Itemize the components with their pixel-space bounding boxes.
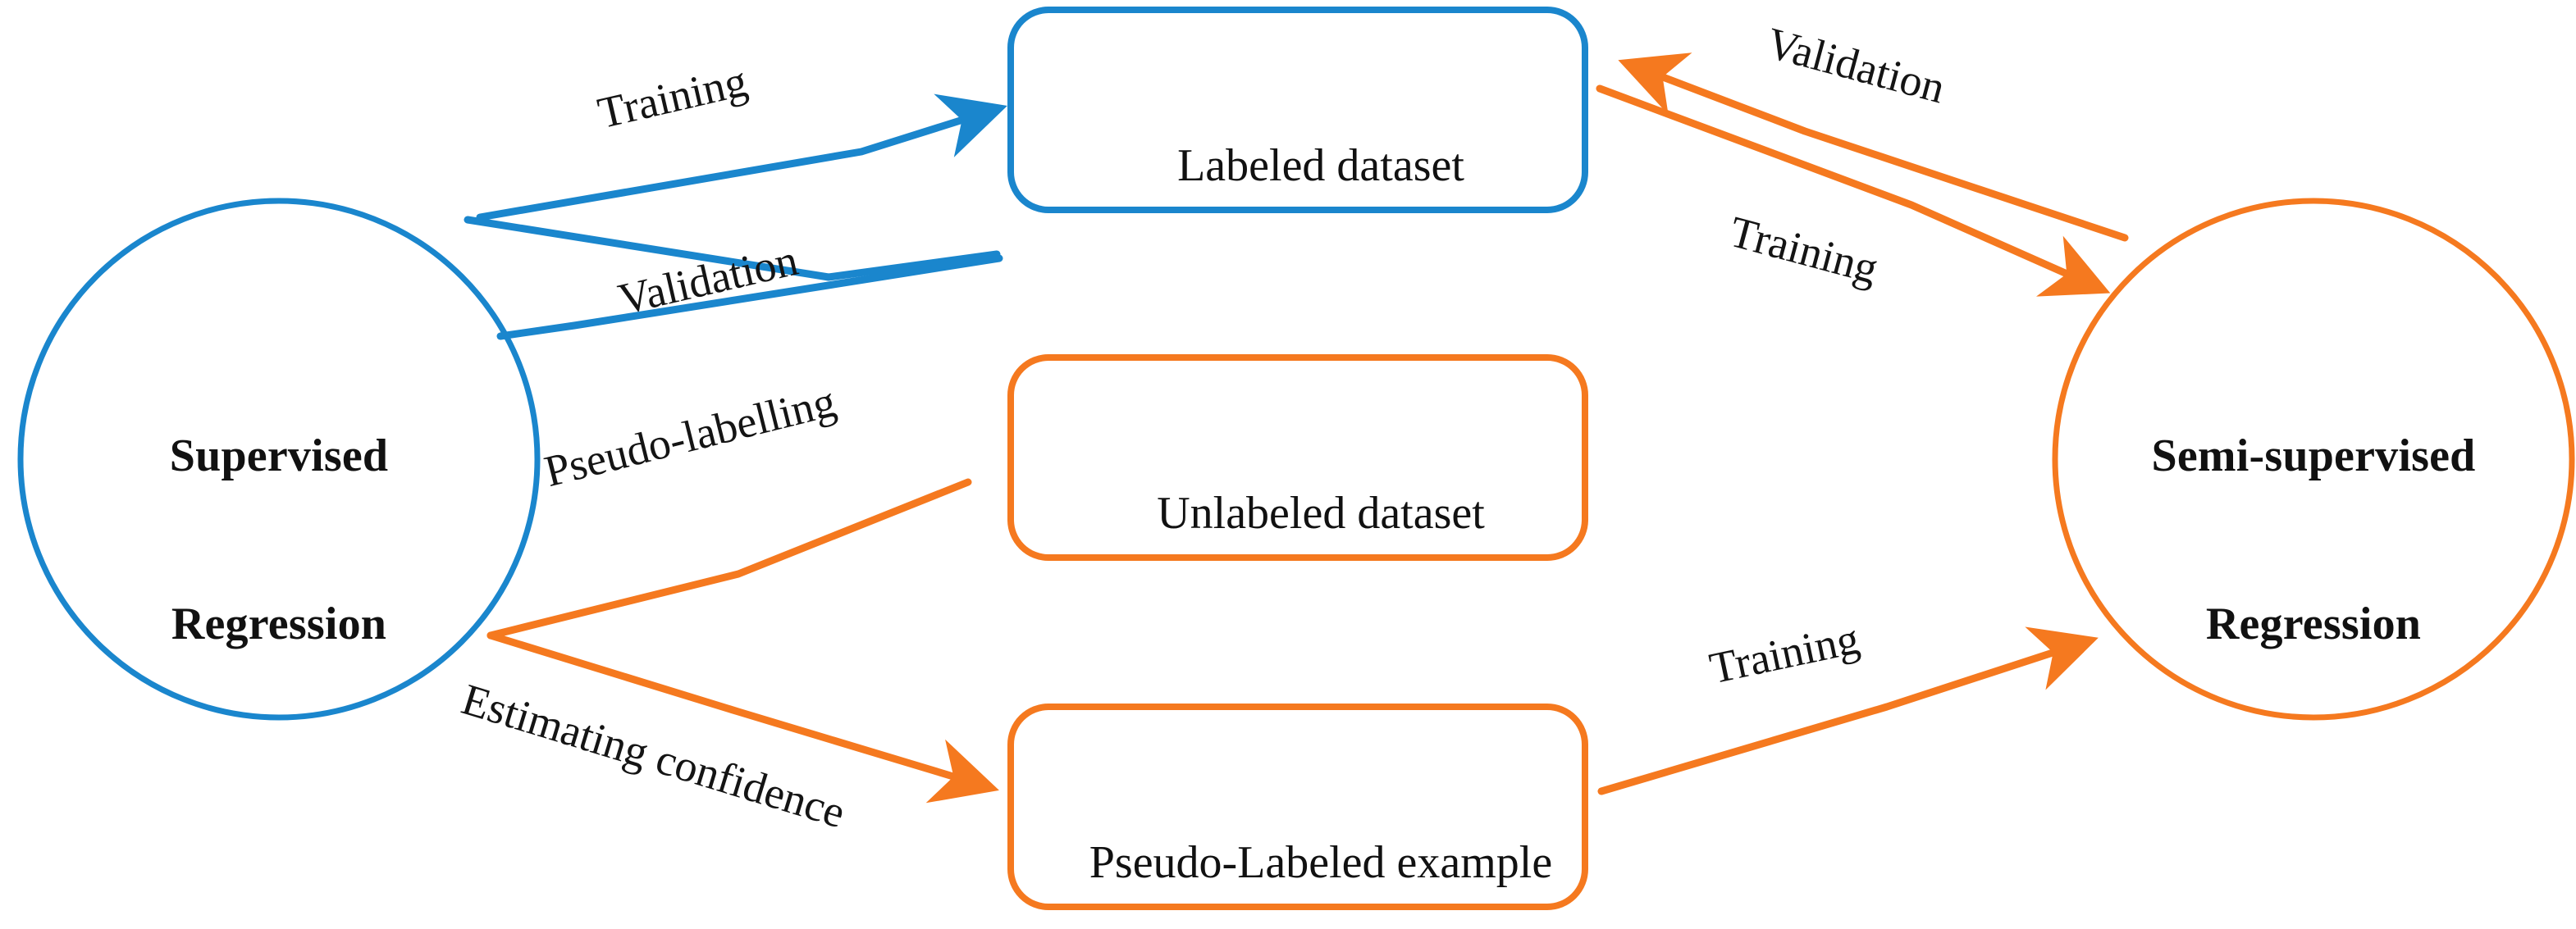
- unlabeled-dataset-box: [1007, 354, 1588, 561]
- labeled-dataset-box: [1007, 7, 1588, 213]
- edge-validation-left-line: [464, 216, 1001, 281]
- edge-validation-right-line: [1618, 52, 2129, 242]
- pseudo-labeled-example-box: [1007, 704, 1588, 910]
- edge-estimating-confidence-line: [486, 631, 999, 804]
- edge-training-left-line: [476, 93, 1007, 221]
- edge-training-bottom-line: [1597, 626, 2099, 795]
- edge-pseudo-labelling-line: [486, 478, 972, 640]
- semi-supervised-regression-circle: [2052, 198, 2575, 721]
- supervised-regression-circle: [17, 198, 541, 721]
- edge-training-right-line: [1596, 84, 2111, 297]
- edge-validation-left-line-b: [496, 254, 1003, 340]
